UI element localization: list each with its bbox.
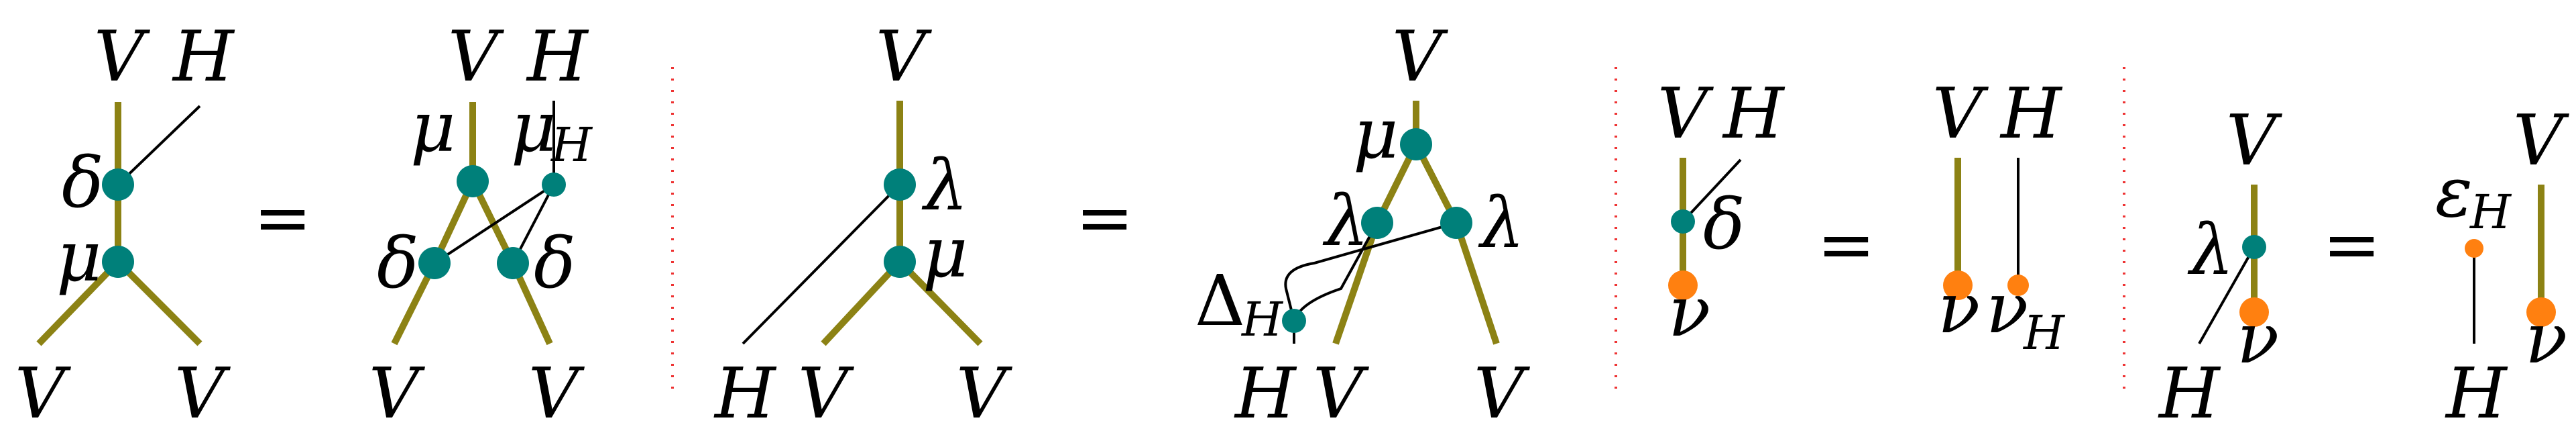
comodule-strand xyxy=(117,105,201,186)
comodule-unit-node xyxy=(2007,275,2029,296)
unit-node xyxy=(1668,271,1698,300)
unit-node xyxy=(1943,271,1973,300)
label-V-bottom-left: V xyxy=(1313,352,1369,434)
label-nu: ν xyxy=(2237,297,2279,379)
comodule-strand-right xyxy=(1284,222,1457,322)
coaction-node xyxy=(1671,209,1695,234)
action-node-left xyxy=(1361,207,1393,239)
algebra-strand-left xyxy=(821,259,902,346)
comodule-strand-left xyxy=(433,183,555,264)
action-node xyxy=(2242,235,2266,259)
algebra-strand-bottom-right xyxy=(1453,222,1500,345)
panel-4-rhs: ε H V ν H xyxy=(2435,99,2569,434)
label-Delta: Δ xyxy=(1195,260,1245,342)
panel-1-lhs: V H δ μ V V xyxy=(15,15,235,434)
equals-sign-2: = xyxy=(1075,177,1134,258)
label-nu: ν xyxy=(1938,267,1980,349)
panel-3-lhs: V H δ ν xyxy=(1657,72,1785,352)
label-V-top: V xyxy=(2226,99,2282,181)
label-mu-H-subscript: H xyxy=(550,117,593,173)
panel-2-lhs: V λ μ H V V xyxy=(713,15,1012,434)
equals-sign-3: = xyxy=(1817,203,1875,285)
label-V-top: V xyxy=(876,15,932,97)
label-H-bottom: H xyxy=(1234,352,1297,434)
label-H-top: H xyxy=(172,15,235,97)
label-delta-right: δ xyxy=(534,222,576,304)
comodule-strand xyxy=(2198,246,2256,344)
label-V-top: V xyxy=(94,15,150,97)
label-H-top: H xyxy=(526,15,589,97)
label-delta-left: δ xyxy=(377,222,419,304)
multiplication-node xyxy=(1400,128,1432,160)
label-H-top: H xyxy=(1722,72,1785,154)
label-nu: ν xyxy=(1668,271,1710,352)
label-V-bottom-right: V xyxy=(174,352,231,434)
comodule-strand xyxy=(1682,158,1742,223)
action-node-right xyxy=(1440,207,1472,239)
label-delta: δ xyxy=(62,142,104,224)
label-lambda: λ xyxy=(2187,209,2234,291)
label-nu-H: ν xyxy=(1986,267,2028,349)
label-mu: μ xyxy=(56,215,102,297)
multiplication-node xyxy=(457,165,489,197)
multiplication-node xyxy=(884,246,916,278)
label-mu: μ xyxy=(1353,93,1399,175)
multiplication-node xyxy=(102,246,134,278)
label-epsilon-subscript: H xyxy=(2469,185,2512,240)
algebra-strand-bottom-left xyxy=(1332,222,1381,345)
label-V-top: V xyxy=(448,15,504,97)
label-epsilon: ε xyxy=(2435,151,2473,233)
comodule-strand xyxy=(742,183,901,345)
unit-node xyxy=(2239,297,2269,327)
coaction-node xyxy=(102,168,134,201)
label-V-bottom-right: V xyxy=(1474,352,1530,434)
coaction-node-left xyxy=(418,247,451,279)
algebra-strand-right xyxy=(115,259,202,346)
label-lambda-left: λ xyxy=(1322,180,1369,262)
panel-2-rhs: V μ λ λ Δ H H V V xyxy=(1195,15,1530,434)
unit-node xyxy=(2526,297,2556,327)
label-V-bottom-left: V xyxy=(798,352,854,434)
algebra-strand-right xyxy=(897,259,983,346)
coaction-node-right xyxy=(497,247,529,279)
label-V-bottom-left: V xyxy=(369,352,425,434)
action-node xyxy=(884,168,916,201)
label-mu: μ xyxy=(923,211,968,293)
label-V-top: V xyxy=(1932,72,1989,154)
panel-1-rhs: V H μ μ H δ δ V V xyxy=(369,15,593,434)
algebra-strand-left xyxy=(36,259,121,346)
label-H-bottom: H xyxy=(2445,352,2508,434)
label-mu: μ xyxy=(410,86,456,168)
panel-4-lhs: V λ ν H xyxy=(2158,99,2282,434)
label-V-top: V xyxy=(2513,99,2569,181)
label-V-bottom-right: V xyxy=(956,352,1012,434)
panel-3-rhs: V H ν ν H xyxy=(1932,72,2066,360)
label-nu: ν xyxy=(2525,297,2567,379)
label-mu-H: μ xyxy=(511,86,557,168)
label-nu-H-subscript: H xyxy=(2022,305,2066,360)
comultiplication-node xyxy=(1282,309,1306,333)
counit-node xyxy=(2465,239,2483,258)
label-delta: δ xyxy=(1703,183,1745,265)
label-H-top: H xyxy=(1999,72,2063,154)
label-H-bottom: H xyxy=(713,352,777,434)
label-V-top: V xyxy=(1392,15,1448,97)
equals-sign-4: = xyxy=(2323,203,2381,285)
label-Delta-subscript: H xyxy=(1240,292,1284,347)
label-V-bottom-left: V xyxy=(15,352,71,434)
comodule-multiplication-node xyxy=(542,173,566,197)
label-lambda: λ xyxy=(921,144,968,226)
label-H-bottom: H xyxy=(2158,352,2221,434)
label-V-bottom-right: V xyxy=(528,352,585,434)
label-V-top: V xyxy=(1657,72,1714,154)
label-lambda-right: λ xyxy=(1478,182,1525,264)
equals-sign-1: = xyxy=(253,177,312,258)
